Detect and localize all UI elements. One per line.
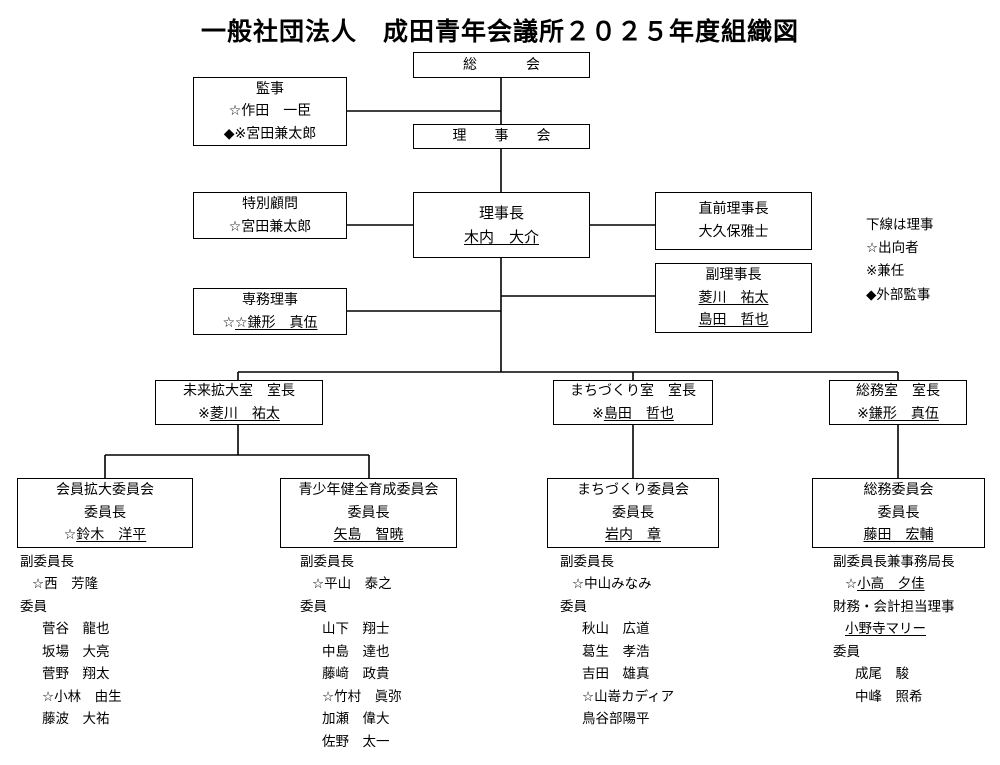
president-title: 理事長: [478, 203, 524, 222]
member-group-header: 副委員長兼事務局長: [833, 554, 955, 570]
committee-kaiin-chair: ☆鈴木 洋平: [63, 527, 147, 544]
vice-president-name-2: 島田 哲也: [698, 312, 769, 329]
member-name: 藤﨑 政貴: [322, 666, 390, 683]
box-vice-president[interactable]: 副理事長 菱川 祐太 島田 哲也: [655, 263, 812, 333]
member-name: 吉田 雄真: [582, 666, 650, 683]
box-immediate-past-president[interactable]: 直前理事長 大久保雅士: [655, 192, 812, 250]
member-name: 藤波 大祐: [42, 711, 110, 728]
box-board-of-directors[interactable]: 理 事 会: [413, 124, 590, 149]
member-group-header: 委員: [560, 598, 587, 615]
member-name: ☆西 芳隆: [32, 576, 99, 593]
room-soumu-name-text: 鎌形 真伍: [868, 405, 939, 422]
room-future-name: ※菱川 祐太: [198, 405, 280, 422]
member-name: ☆竹村 眞弥: [322, 688, 402, 705]
committee-kaiin-chair-text: 鈴木 洋平: [76, 527, 147, 544]
member-group-header: 副委員長: [20, 554, 74, 570]
member-name-text: 小野寺マリー: [845, 621, 926, 638]
legend: 下線は理事 ☆出向者 ※兼任 ◆外部監事: [866, 214, 934, 307]
box-committee-seishonen[interactable]: 青少年健全育成委員会 委員長 矢島 智暁: [280, 478, 457, 548]
member-group-header: 委員: [300, 598, 327, 615]
vice-president-name-1: 菱川 祐太: [698, 289, 769, 306]
executive-director-name: ☆☆鎌形 真伍: [222, 314, 318, 331]
box-auditor[interactable]: 監事 ☆作田 一臣 ◆※宮田兼太郎: [193, 77, 347, 146]
board-label: 理 事 会: [452, 128, 558, 145]
member-name: 秋山 広道: [582, 621, 650, 638]
room-machizukuri-title: まちづくり室 室長: [570, 382, 696, 399]
president-name: 木内 大介: [463, 228, 539, 246]
room-soumu-title: 総務室 室長: [856, 382, 940, 399]
member-group-header: 財務・会計担当理事: [833, 598, 955, 615]
member-name: ☆山嵜カディア: [582, 688, 675, 705]
member-group-header: 副委員長: [300, 554, 354, 570]
box-committee-kaiin[interactable]: 会員拡大委員会 委員長 ☆鈴木 洋平: [17, 478, 193, 548]
member-name: ☆小高 夕佳: [845, 576, 925, 593]
committee-machizukuri-role: 委員長: [612, 504, 654, 521]
member-name: 加瀬 偉大: [322, 711, 390, 728]
member-name: 佐野 太一: [322, 733, 390, 750]
committee-kaiin-role: 委員長: [84, 504, 126, 521]
member-name: 菅谷 龍也: [42, 621, 110, 638]
box-room-machizukuri[interactable]: まちづくり室 室長 ※島田 哲也: [553, 380, 713, 425]
member-name: ☆小林 由生: [42, 688, 122, 705]
room-soumu-name: ※鎌形 真伍: [857, 405, 939, 422]
member-column-machizukuri: 副委員長 ☆中山みなみ委員秋山 広道葛生 孝浩吉田 雄真 ☆山嵜カディア鳥谷部陽平: [560, 551, 674, 731]
auditor-name-2: ◆※宮田兼太郎: [223, 125, 317, 142]
vice-president-title: 副理事長: [705, 267, 762, 283]
committee-seishonen-chair: 矢島 智暁: [333, 527, 404, 544]
member-name: 鳥谷部陽平: [582, 711, 650, 728]
immediate-past-president-title: 直前理事長: [698, 201, 769, 218]
box-room-future[interactable]: 未来拡大室 室長 ※菱川 祐太: [155, 380, 323, 425]
legend-item-3: ◆外部監事: [866, 286, 931, 303]
auditor-title: 監事: [256, 80, 284, 97]
member-name: 成尾 駿: [855, 666, 909, 683]
auditor-name-1: ☆作田 一臣: [228, 103, 312, 120]
room-machizukuri-name-text: 島田 哲也: [603, 405, 674, 422]
member-column-soumu: 副委員長兼事務局長 ☆小高 夕佳財務・会計担当理事小野寺マリー委員成尾 駿中峰 照…: [833, 551, 955, 708]
page-title: 一般社団法人 成田青年会議所２０２５年度組織図: [200, 17, 799, 46]
committee-soumu-role: 委員長: [877, 504, 920, 521]
committee-soumu-chair: 藤田 宏輔: [863, 527, 934, 544]
legend-item-2: ※兼任: [866, 263, 905, 280]
committee-soumu-title: 総務委員会: [863, 482, 934, 498]
member-column-seishonen: 副委員長 ☆平山 泰之委員山下 翔士中島 達也藤﨑 政貴 ☆竹村 眞弥加瀬 偉大佐野…: [300, 551, 402, 753]
member-group-header: 副委員長: [560, 554, 614, 570]
special-advisor-title: 特別顧問: [242, 195, 298, 212]
box-committee-soumu[interactable]: 総務委員会 委員長 藤田 宏輔: [812, 478, 985, 548]
box-president[interactable]: 理事長 木内 大介: [413, 192, 590, 258]
special-advisor-name: ☆宮田兼太郎: [228, 218, 312, 235]
member-name: 菅野 翔太: [42, 666, 110, 683]
box-executive-director[interactable]: 専務理事 ☆☆鎌形 真伍: [193, 288, 347, 335]
member-name: ☆中山みなみ: [572, 576, 652, 593]
member-group-header: 委員: [833, 643, 860, 660]
box-room-soumu[interactable]: 総務室 室長 ※鎌形 真伍: [829, 380, 967, 425]
general-meeting-label: 総 会: [463, 56, 547, 73]
box-general-meeting[interactable]: 総 会: [413, 52, 590, 78]
committee-machizukuri-title: まちづくり委員会: [577, 482, 689, 498]
member-name: 中島 達也: [322, 643, 390, 660]
room-future-name-text: 菱川 祐太: [209, 405, 280, 422]
box-committee-machizukuri[interactable]: まちづくり委員会 委員長 岩内 章: [547, 478, 719, 548]
immediate-past-president-name: 大久保雅士: [698, 224, 769, 240]
committee-machizukuri-chair: 岩内 章: [605, 527, 661, 544]
room-machizukuri-name: ※島田 哲也: [592, 405, 674, 422]
committee-seishonen-title: 青少年健全育成委員会: [298, 482, 439, 498]
member-name: 坂場 大亮: [42, 643, 110, 660]
executive-director-name-text: ☆鎌形 真伍: [235, 314, 318, 331]
member-group-header: 委員: [20, 598, 47, 615]
member-column-kaiin: 副委員長 ☆西 芳隆委員菅谷 龍也坂場 大亮菅野 翔太 ☆小林 由生藤波 大祐: [20, 551, 122, 731]
room-future-title: 未来拡大室 室長: [183, 382, 295, 399]
legend-item-0: 下線は理事: [866, 217, 934, 233]
member-name: 小野寺マリー: [833, 618, 955, 640]
member-name: 山下 翔士: [322, 621, 390, 638]
committee-kaiin-title: 会員拡大委員会: [56, 482, 154, 498]
committee-seishonen-role: 委員長: [347, 504, 390, 521]
member-name: ☆平山 泰之: [312, 576, 392, 593]
member-name: 葛生 孝浩: [582, 643, 650, 660]
member-name: 中峰 照希: [855, 688, 923, 705]
member-name-text: 小高 夕佳: [857, 576, 925, 593]
executive-director-title: 専務理事: [242, 291, 298, 308]
legend-item-1: ☆出向者: [866, 240, 919, 257]
box-special-advisor[interactable]: 特別顧問 ☆宮田兼太郎: [193, 192, 347, 239]
